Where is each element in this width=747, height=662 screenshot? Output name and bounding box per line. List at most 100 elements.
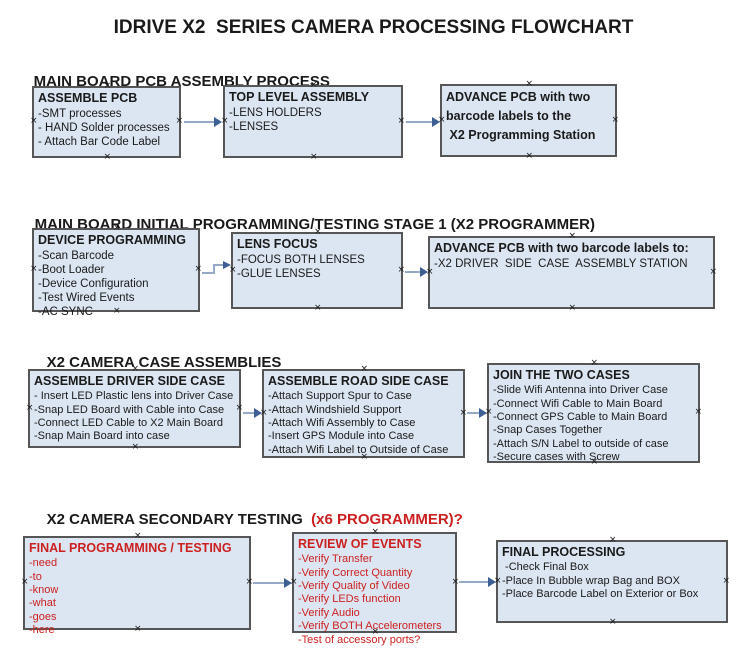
box-heading: LENS FOCUS (237, 237, 318, 251)
box-line: -Connect Wifi Cable to Main Board (493, 397, 663, 410)
box-lines: -Attach Support Spur to Case-Attach Wind… (268, 390, 459, 457)
box-heading: ASSEMBLE DRIVER SIDE CASE (34, 374, 226, 388)
box-line: -know (29, 584, 59, 597)
flow-box-assemble-road-side-case: ASSEMBLE ROAD SIDE CASE -Attach Support … (260, 365, 467, 462)
connection-handle-icon: × (175, 116, 183, 126)
connection-handle-icon: × (235, 402, 243, 413)
box-lines: -Slide Wifi Antenna into Driver Case-Con… (493, 384, 694, 464)
box-heading: TOP LEVEL ASSEMBLY (229, 90, 370, 104)
box-line: - Insert LED Plastic lens into Driver Ca… (34, 390, 234, 403)
box-line: -X2 DRIVER SIDE CASE ASSEMBLY STATION (434, 258, 688, 271)
connection-handle-icon: × (694, 407, 702, 417)
connection-handle-icon: × (131, 442, 140, 452)
box-lines: - Insert LED Plastic lens into Driver Ca… (34, 390, 235, 444)
box-heading: FINAL PROGRAMMING / TESTING (29, 541, 232, 555)
connector-arrow (467, 408, 487, 418)
box-line: -need (29, 557, 58, 570)
connection-handle-icon: × (30, 264, 38, 274)
box-line: -Place In Bubble wrap Bag and BOX (502, 574, 680, 587)
connection-handle-icon: × (229, 264, 237, 275)
box-line: -LENSES (229, 121, 279, 134)
box-lines: -Verify Transfer-Verify Correct Quantity… (298, 553, 451, 647)
connection-handle-icon: × (609, 617, 617, 627)
connection-handle-icon: × (709, 266, 717, 277)
box-line: -Insert GPS Module into Case (268, 430, 415, 443)
box-lines: -Check Final Box-Place In Bubble wrap Ba… (502, 561, 722, 601)
box-heading: REVIEW OF EVENTS (298, 537, 422, 551)
connection-handle-icon: × (494, 575, 502, 586)
box-heading: JOIN THE TWO CASES (493, 368, 630, 382)
box-line: - Attach Bar Code Label (38, 136, 161, 149)
flow-box-final-processing: FINAL PROCESSING -Check Final Box-Place … (494, 536, 730, 627)
connection-handle-icon: × (221, 115, 229, 126)
box-line: -Connect LED Cable to X2 Main Board (34, 417, 223, 430)
box-line: -Attach Wifi Label to Outside of Case (268, 443, 449, 456)
connection-handle-icon: × (568, 303, 577, 313)
box-line: -what (29, 597, 56, 610)
box-line: -Snap Main Board into case (34, 430, 170, 443)
connection-handle-icon: × (525, 151, 534, 161)
box-lines: -FOCUS BOTH LENSES-GLUE LENSES (237, 253, 397, 281)
connection-handle-icon: × (260, 407, 268, 418)
box-line: -Verify LEDs function (298, 593, 401, 606)
box-line: -Verify Transfer (298, 553, 373, 566)
box-line: -Test of accessory ports? (298, 633, 421, 646)
connection-handle-icon: × (103, 152, 112, 162)
box-line: -Connect GPS Cable to Main Board (493, 411, 668, 424)
box-line: -Verify Correct Quantity (298, 566, 413, 579)
box-line: -Secure cases with Screw (493, 451, 620, 464)
connector-arrow (253, 578, 292, 588)
box-heading: ASSEMBLE PCB (38, 91, 138, 105)
box-line: -Device Configuration (38, 278, 149, 291)
connection-handle-icon: × (290, 576, 298, 587)
connection-handle-icon: × (438, 114, 446, 125)
section-header-secondary-testing: X2 CAMERA SECONDARY TESTING (x6 PROGRAMM… (30, 494, 463, 545)
box-line: -AC SYNC (38, 306, 93, 319)
flow-box-review-of-events: REVIEW OF EVENTS -Verify Transfer-Verify… (290, 528, 459, 646)
flow-box-top-level-assembly: TOP LEVEL ASSEMBLY -LENS HOLDERS-LENSES … (221, 81, 405, 162)
flow-box-assemble-pcb: ASSEMBLE PCB -SMT processes- HAND Solder… (30, 82, 183, 162)
box-line: -here (29, 624, 55, 637)
section-header-text: X2 CAMERA SECONDARY TESTING (46, 511, 303, 528)
flow-box-join-the-two-cases: JOIN THE TWO CASES -Slide Wifi Antenna i… (485, 359, 702, 467)
section-header-text: X2 CAMERA CASE ASSEMBLIES (46, 354, 282, 371)
box-line: -Attach Windshield Support (268, 403, 402, 416)
connector-arrow (406, 117, 440, 127)
connection-handle-icon: × (722, 575, 730, 586)
box-heading: ASSEMBLE ROAD SIDE CASE (268, 374, 449, 388)
box-line: -Attach Wifi Assembly to Case (268, 417, 416, 430)
page-title: IDRIVE X2 SERIES CAMERA PROCESSING FLOWC… (113, 17, 634, 38)
connection-handle-icon: × (30, 116, 38, 126)
connector-arrow (184, 117, 222, 127)
box-lines: -Scan Barcode-Boot Loader-Device Configu… (38, 249, 194, 319)
box-line: -Snap LED Board with Cable into Case (34, 403, 225, 416)
connection-handle-icon: × (451, 576, 459, 587)
connection-handle-icon: × (21, 577, 29, 587)
flow-box-device-programming: DEVICE PROGRAMMING -Scan Barcode-Boot Lo… (30, 224, 202, 319)
connector-arrow-elbow (202, 261, 231, 274)
connection-handle-icon: × (310, 152, 318, 162)
box-line: -Scan Barcode (38, 250, 115, 263)
box-line: -Attach S/N Label to outside of case (493, 437, 669, 450)
box-heading: ADVANCE PCB with two barcode labels to: (434, 241, 689, 255)
connector-arrow (243, 408, 262, 418)
connection-handle-icon: × (459, 407, 467, 418)
box-line: -Slide Wifi Antenna into Driver Case (493, 384, 668, 397)
connection-handle-icon: × (397, 264, 405, 275)
box-line: - HAND Solder processes (38, 122, 170, 135)
flow-box-final-programming-testing: FINAL PROGRAMMING / TESTING -need-to-kno… (21, 532, 253, 637)
section-header-red-text: (x6 PROGRAMMER)? (302, 511, 463, 528)
box-lines: -X2 DRIVER SIDE CASE ASSEMBLY STATION (434, 257, 709, 271)
box-heading: DEVICE PROGRAMMING (38, 233, 186, 247)
box-line: -goes (29, 610, 57, 623)
flow-box-advance-pcb-driver-side: ADVANCE PCB with two barcode labels to: … (426, 232, 717, 313)
connection-handle-icon: × (397, 115, 405, 126)
box-line: -Attach Support Spur to Case (268, 390, 412, 403)
flow-box-assemble-driver-side-case: ASSEMBLE DRIVER SIDE CASE - Insert LED P… (26, 365, 243, 452)
box-lines: -need-to-know-what-goes-here (29, 557, 245, 637)
box-line: -Test Wired Events (38, 292, 135, 305)
connection-handle-icon: × (26, 402, 34, 413)
box-line: -FOCUS BOTH LENSES (237, 254, 365, 267)
box-line: -Snap Cases Together (493, 424, 603, 437)
box-line: -Boot Loader (38, 264, 105, 277)
